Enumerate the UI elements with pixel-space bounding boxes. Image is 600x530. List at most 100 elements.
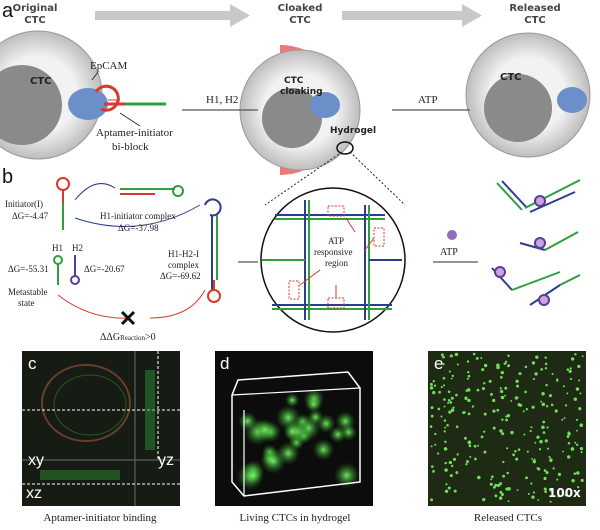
- released-cell-dot: [452, 457, 457, 461]
- released-cell-dot: [490, 478, 493, 481]
- released-cell-dot: [481, 368, 485, 372]
- released-cell-dot: [532, 378, 535, 381]
- atp-label: ATP: [440, 247, 458, 258]
- released-cell-dot: [575, 443, 579, 446]
- released-cell-dot: [566, 435, 570, 438]
- released-cell-dot: [569, 367, 572, 370]
- released-cell-dot: [579, 392, 582, 395]
- released-cell-dot: [482, 497, 486, 502]
- released-cell-dot: [578, 407, 582, 411]
- released-cell-dot: [490, 392, 493, 396]
- released-cell-dot: [430, 406, 434, 410]
- panel-d-label: d: [220, 354, 230, 373]
- released-cell-dot: [476, 388, 480, 392]
- released-cell-dot: [507, 500, 510, 503]
- released-cell-dot: [561, 418, 564, 421]
- released-cell-dot: [430, 445, 433, 448]
- released-cell-dot: [467, 398, 471, 403]
- cell-blob: [283, 422, 302, 441]
- released-cell-dot: [434, 443, 437, 446]
- released-cell-dot: [530, 426, 533, 429]
- h1h2i-line1: H1-H2-I: [168, 249, 199, 259]
- released-cell-dot: [451, 374, 455, 378]
- released-cell-dot: [432, 380, 435, 383]
- released-cell-dot: [440, 386, 443, 389]
- released-cell-dot: [445, 483, 448, 486]
- xz-label: xz: [26, 485, 42, 502]
- released-cell-dot: [516, 384, 519, 388]
- released-cell-dot: [577, 486, 580, 489]
- released-cell-dot: [562, 385, 565, 388]
- released-cell-dot: [451, 464, 454, 468]
- released-cell-dot: [475, 356, 479, 360]
- atp-molecule: [447, 230, 457, 240]
- released-cell-dot: [542, 420, 546, 424]
- released-cell-dot: [578, 379, 581, 382]
- released-cell-dot: [531, 405, 535, 409]
- released-cell-dot: [510, 399, 513, 402]
- released-cell-dot: [483, 450, 487, 454]
- released-cell-dot: [429, 425, 433, 428]
- atp-region-line3: region: [325, 258, 348, 268]
- released-cell-dot: [536, 435, 540, 439]
- released-cell-dot: [483, 430, 486, 433]
- released-cell-dot: [567, 455, 571, 459]
- released-cell-dot: [505, 418, 508, 422]
- released-cell-dot: [537, 498, 540, 501]
- cloaked-ctc-cell: [239, 35, 375, 185]
- released-cell-dot: [444, 489, 449, 493]
- released-cell-dot: [442, 363, 445, 366]
- caption-e: Released CTCs: [473, 512, 543, 524]
- ddg-tail: >0: [144, 332, 156, 343]
- released-cell-dot: [467, 440, 472, 445]
- ddg-symbol: ΔΔG: [100, 332, 121, 343]
- released-cell-dot: [576, 471, 580, 475]
- released-cell-dot: [570, 447, 575, 451]
- released-cell-dot: [562, 450, 564, 453]
- panel-c-image: [22, 351, 180, 506]
- released-cell-dot: [500, 375, 503, 379]
- released-cell-dot: [514, 449, 517, 453]
- released-cell-dot: [537, 467, 541, 471]
- hydrogel-label: Hydrogel: [330, 126, 377, 136]
- released-cell-dot: [442, 376, 446, 380]
- h2-label: H2: [72, 243, 83, 253]
- released-cell-dot: [523, 433, 526, 436]
- released-cell-dot: [512, 453, 516, 457]
- released-cell-dot: [448, 370, 451, 373]
- initiator-dg: ΔG=-4.47: [12, 211, 49, 221]
- released-cell-dot: [455, 471, 459, 475]
- released-cell-dot: [454, 352, 459, 357]
- panel-e-label: e: [434, 354, 444, 373]
- released-cell-dot: [544, 367, 548, 370]
- released-cell-dot: [434, 432, 437, 436]
- released-cell-dot: [500, 395, 505, 400]
- released-cell-dot: [450, 396, 454, 400]
- released-cell-dot: [480, 435, 484, 439]
- metastable-line1: Metastable: [8, 287, 48, 297]
- released-cell-dot: [443, 430, 446, 433]
- released-cell-dot: [506, 447, 509, 450]
- released-cell-dot: [557, 472, 562, 477]
- released-cell-dot: [552, 467, 555, 470]
- released-cell-dot: [532, 459, 537, 464]
- released-cell-dot: [480, 357, 483, 360]
- released-cell-dot: [515, 379, 519, 383]
- released-cell-dot: [503, 362, 506, 365]
- released-cell-dot: [500, 371, 504, 375]
- released-cell-dot: [550, 403, 554, 407]
- released-cell-dot: [443, 405, 446, 408]
- released-cell-dot: [544, 490, 547, 494]
- released-cell-dot: [501, 418, 504, 421]
- released-cell-dot: [447, 401, 450, 404]
- cell-blob: [254, 418, 276, 441]
- released-cell-dot: [501, 432, 505, 436]
- released-cell-dot: [504, 360, 508, 363]
- released-cell-dot: [444, 461, 448, 465]
- released-cell-dot: [473, 444, 477, 448]
- released-cell-dot: [464, 397, 468, 401]
- released-cell-dot: [489, 482, 493, 486]
- cloaking-line2: cloaking: [280, 87, 323, 97]
- released-cell-dot: [467, 412, 471, 416]
- released-cell-dot: [481, 386, 486, 391]
